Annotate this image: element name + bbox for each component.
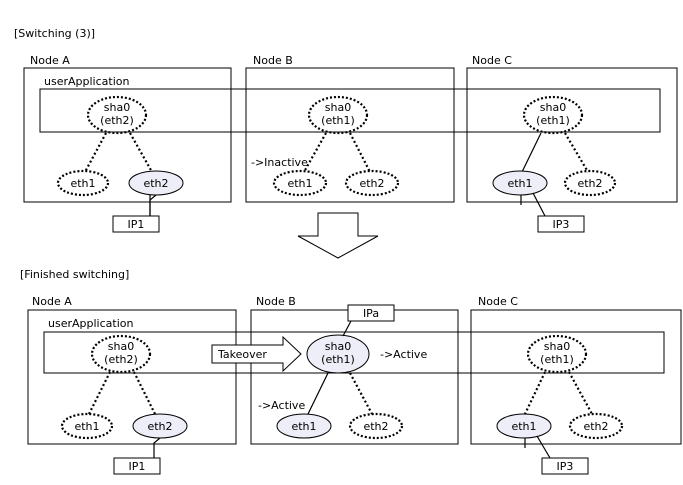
bottom-b-sha0 <box>306 334 370 374</box>
top-heading: [Switching (3)] <box>14 27 95 40</box>
top-c-eth2-label: eth2 <box>577 177 602 190</box>
bottom-a-eth1-label: eth1 <box>74 420 99 433</box>
bottom-c-link-eth1 <box>524 371 546 415</box>
top-ip3-label: IP3 <box>553 218 570 231</box>
top-node-c-label: Node C <box>472 54 512 67</box>
top-node-b-box <box>245 67 455 203</box>
ipa-pointer <box>342 320 352 337</box>
top-c-sha0-eth: (eth1) <box>536 114 570 127</box>
bottom-a-eth1 <box>60 412 114 440</box>
top-b-sha0-name: sha0 <box>325 101 351 114</box>
bottom-ip1-pointer <box>153 437 161 458</box>
top-a-eth1-label: eth1 <box>70 177 95 190</box>
bottom-eth1-active-label: ->Active <box>258 399 305 412</box>
top-a-eth2-label: eth2 <box>143 177 168 190</box>
bottom-c-sha0 <box>526 334 588 374</box>
top-ip1-label: IP1 <box>128 218 145 231</box>
bottom-ip1-label: IP1 <box>129 460 146 473</box>
bottom-b-link-eth2 <box>349 372 373 415</box>
bottom-b-eth1-label: eth1 <box>291 420 316 433</box>
bottom-node-a-box <box>27 309 237 445</box>
takeover-arrow-icon <box>211 335 302 373</box>
bottom-b-eth2 <box>348 412 404 440</box>
top-b-link-eth2 <box>349 132 371 173</box>
top-inactive-label: ->Inactive <box>251 156 308 169</box>
bottom-b-link-eth1 <box>307 372 329 415</box>
bottom-c-eth2-label: eth2 <box>583 420 608 433</box>
bottom-c-sha0-name: sha0 <box>544 340 570 353</box>
down-arrow-icon <box>297 212 379 259</box>
top-c-eth2 <box>563 169 617 197</box>
top-ip1-box <box>112 215 160 233</box>
bottom-node-c-box <box>470 309 682 445</box>
bottom-c-eth2 <box>568 412 624 440</box>
top-c-eth1-label: eth1 <box>507 177 532 190</box>
top-ip1-pointer-tip <box>149 194 157 216</box>
top-a-link-eth1 <box>84 132 107 173</box>
top-b-sha0-eth: (eth1) <box>321 114 355 127</box>
bottom-b-sha0-name: sha0 <box>325 340 351 353</box>
top-b-eth1-label: eth1 <box>287 177 312 190</box>
top-c-link-eth2 <box>564 132 589 173</box>
top-b-eth1 <box>272 169 328 197</box>
top-a-sha0-name: sha0 <box>104 101 130 114</box>
top-a-sha0 <box>86 95 148 135</box>
bottom-a-sha0-name: sha0 <box>108 340 134 353</box>
top-a-link-eth2 <box>129 132 153 173</box>
bottom-a-link-eth1 <box>88 371 111 415</box>
top-a-eth1 <box>56 169 110 197</box>
top-a-sha0-eth: (eth2) <box>100 114 134 127</box>
bottom-user-application-box <box>43 331 665 374</box>
top-node-a-label: Node A <box>30 54 70 67</box>
top-user-application-label: userApplication <box>44 75 129 88</box>
top-b-link-eth1 <box>303 132 327 173</box>
top-ip3-pointer <box>532 192 546 217</box>
bottom-c-sha0-eth: (eth1) <box>540 353 574 366</box>
top-c-eth1 <box>492 170 548 196</box>
bottom-c-eth1-label: eth1 <box>511 420 536 433</box>
ipa-box <box>347 304 395 322</box>
top-ip3-box <box>537 215 585 233</box>
top-b-eth2-label: eth2 <box>359 177 384 190</box>
bottom-a-sha0 <box>90 334 152 374</box>
bottom-heading: [Finished switching] <box>20 268 129 281</box>
bottom-sha0-active-label: ->Active <box>380 348 427 361</box>
top-node-c-box <box>466 67 678 203</box>
bottom-node-c-label: Node C <box>478 295 518 308</box>
bottom-ip3-pointer <box>536 435 551 459</box>
bottom-b-sha0-eth: (eth1) <box>321 353 355 366</box>
top-node-b-label: Node B <box>253 54 293 67</box>
bottom-c-eth1 <box>496 413 552 439</box>
bottom-node-a-label: Node A <box>32 295 72 308</box>
bottom-a-sha0-eth: (eth2) <box>104 353 138 366</box>
bottom-user-application-label: userApplication <box>48 317 133 330</box>
bottom-node-b-label: Node B <box>256 295 296 308</box>
bottom-b-eth1 <box>276 413 332 439</box>
bottom-b-eth2-label: eth2 <box>363 420 388 433</box>
top-c-link-eth1 <box>521 132 542 173</box>
top-b-sha0 <box>307 95 369 135</box>
top-node-a-box <box>23 67 232 203</box>
ipa-label: IPa <box>363 307 379 320</box>
top-b-eth2 <box>344 169 400 197</box>
top-c-sha0-name: sha0 <box>540 101 566 114</box>
bottom-a-link-eth2 <box>133 371 156 415</box>
bottom-ip3-label: IP3 <box>557 460 574 473</box>
bottom-c-link-eth2 <box>568 371 593 415</box>
takeover-label: Takeover <box>217 348 267 361</box>
bottom-a-eth2-label: eth2 <box>147 420 172 433</box>
top-c-sha0 <box>522 95 584 135</box>
bottom-ip3-box <box>541 457 589 475</box>
bottom-ip1-box <box>113 457 161 475</box>
